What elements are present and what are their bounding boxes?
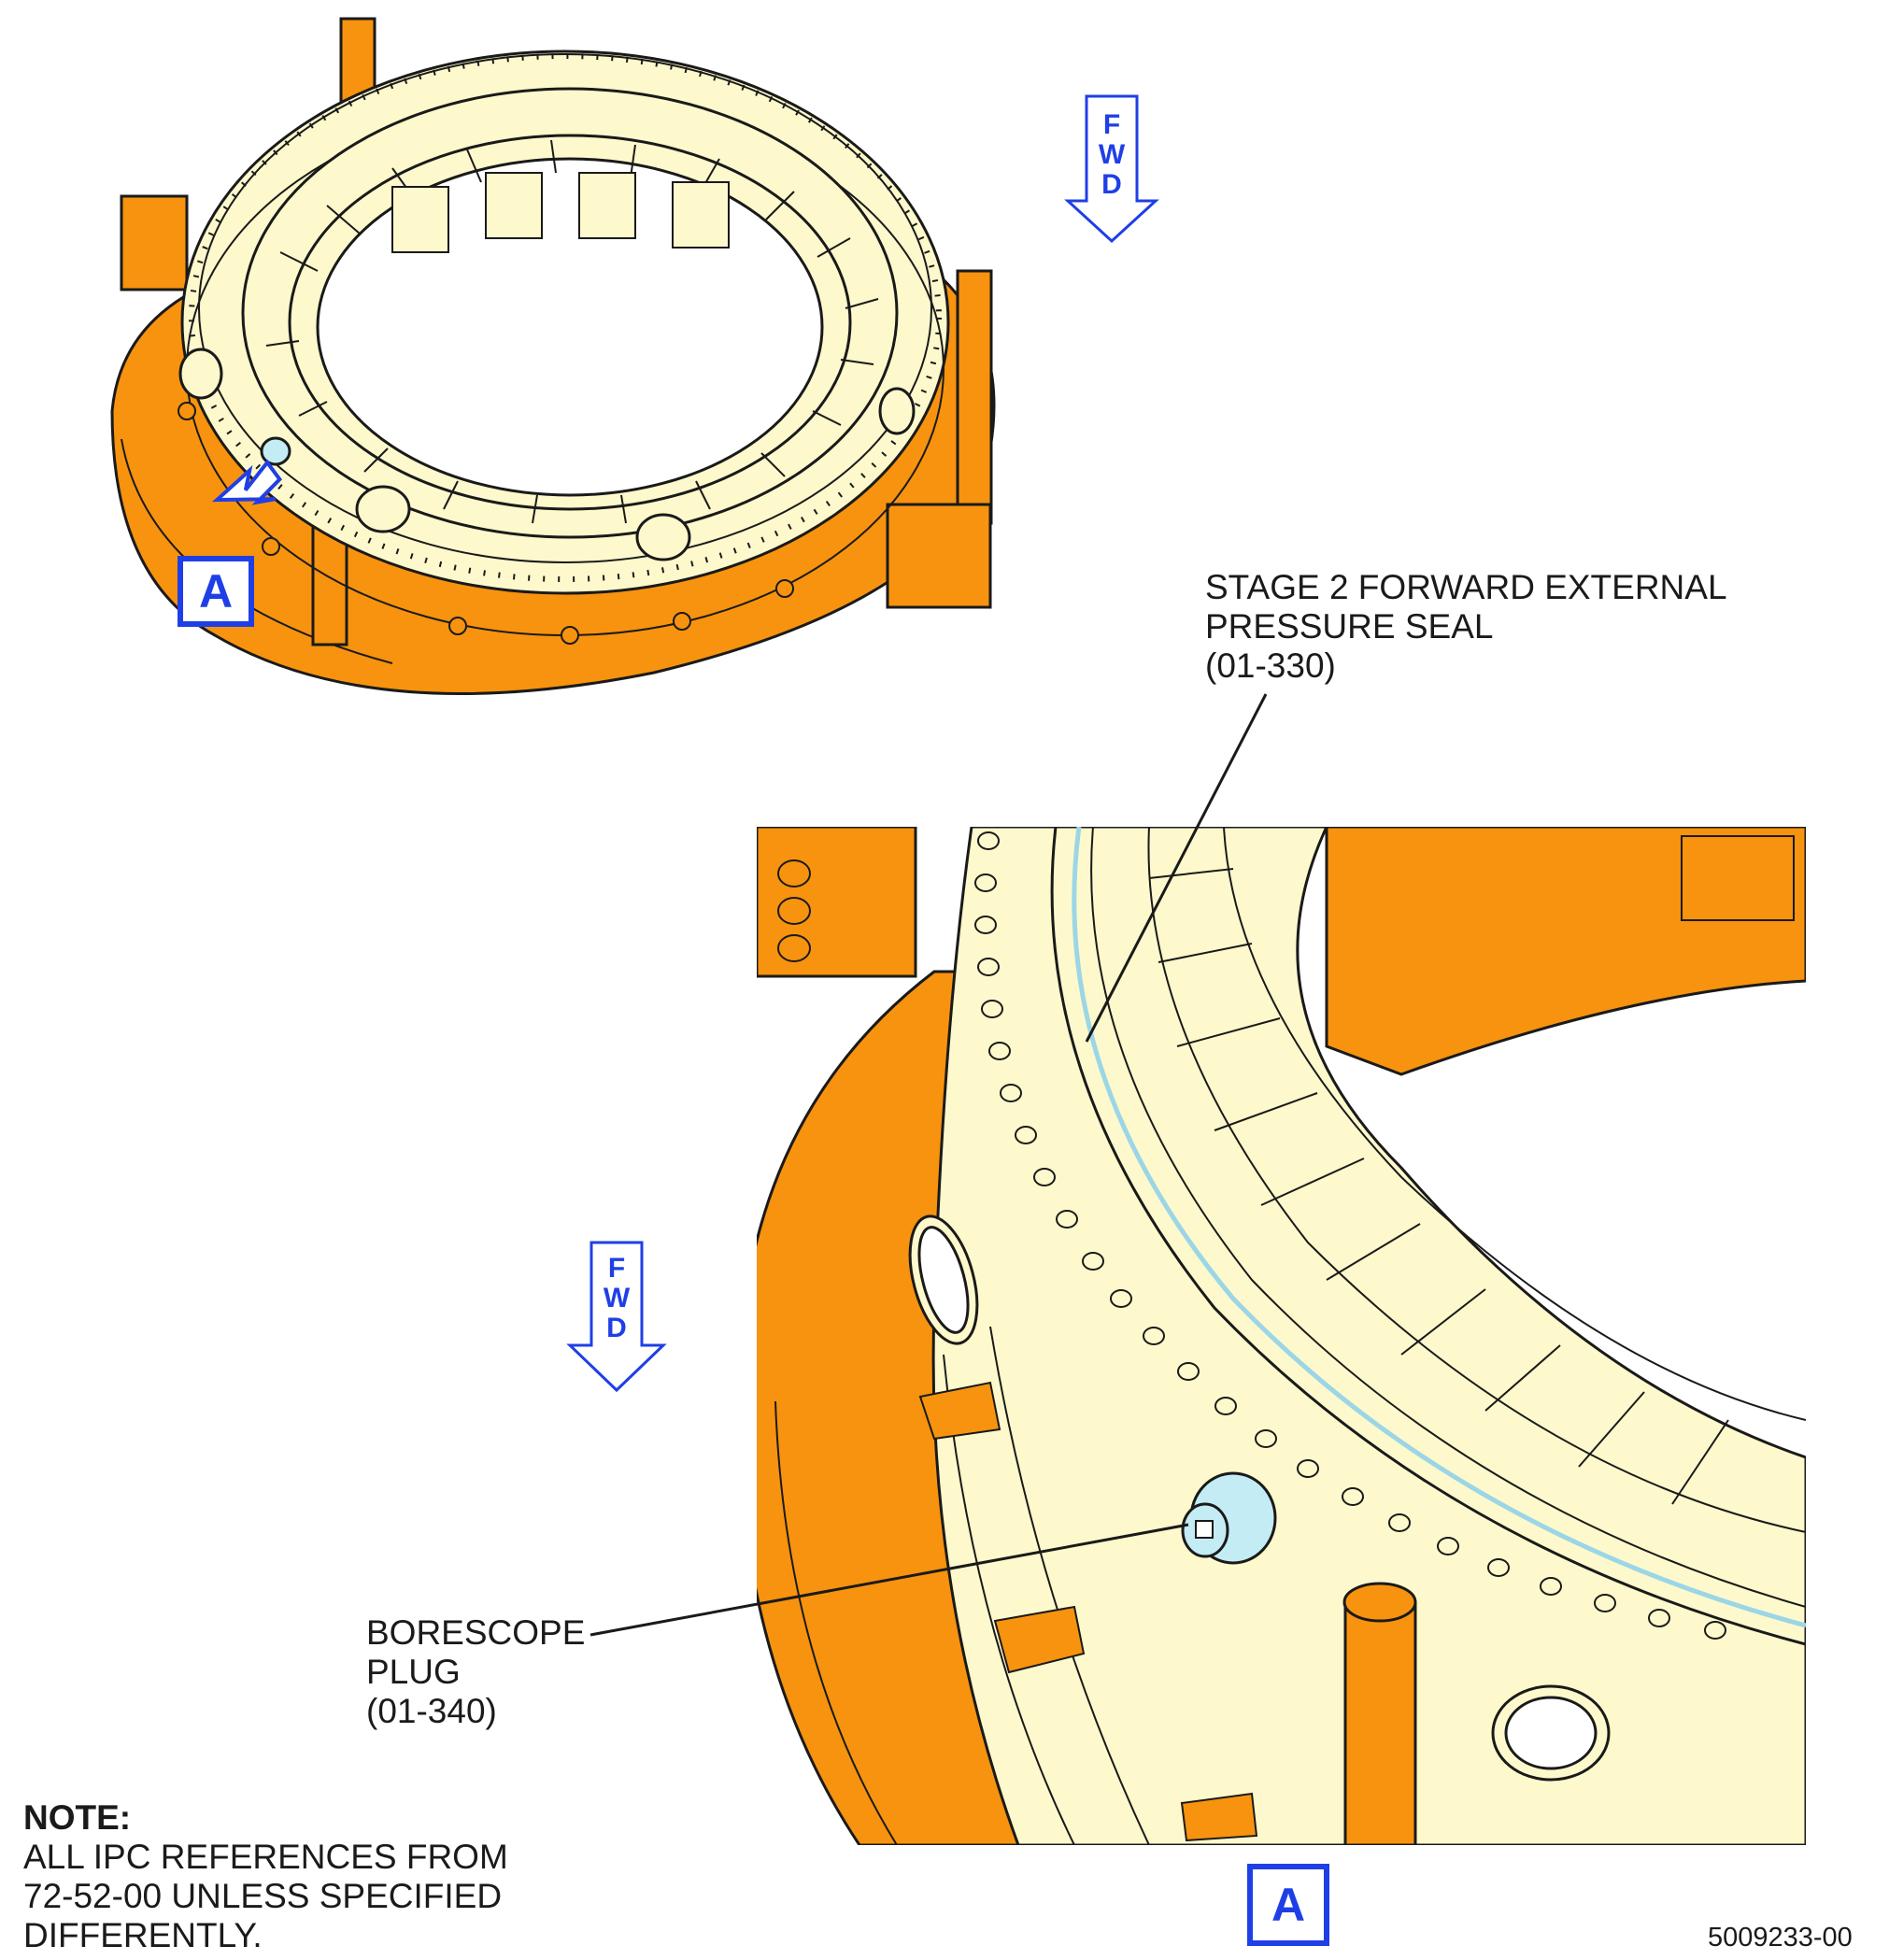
view-a-callout-top: A <box>178 556 254 627</box>
overview-assembly <box>110 17 996 695</box>
fwd-arrow-icon <box>566 1241 667 1393</box>
fixture-clamp <box>120 194 189 291</box>
seal-leader-line <box>1085 693 1268 1043</box>
note-block: NOTE: ALL IPC REFERENCES FROM 72-52-00 U… <box>23 1798 508 1954</box>
view-a-callout-bottom: A <box>1247 1864 1329 1946</box>
fixture-post <box>956 269 993 525</box>
detail-view-a <box>757 827 1806 1845</box>
figure-number: 5009233-00 <box>1708 1923 1853 1953</box>
fixture-clamp <box>886 503 992 609</box>
note-title: NOTE: <box>23 1798 132 1837</box>
fixture-post-detail <box>1343 1600 1417 1845</box>
fwd-label-bottom: F W D <box>603 1253 631 1343</box>
seal-callout-label: STAGE 2 FORWARD EXTERNAL PRESSURE SEAL (… <box>1205 568 1727 685</box>
fwd-label-top: F W D <box>1098 109 1126 200</box>
stage2-forward-seal <box>1072 827 1806 1628</box>
view-a-arrow-icon <box>211 459 283 505</box>
plug-leader-line <box>589 1523 1189 1637</box>
fwd-arrow-icon <box>1064 94 1159 244</box>
plug-callout-label: BORESCOPE PLUG (01-340) <box>366 1613 586 1730</box>
casing-sweep-detail <box>931 827 1806 1845</box>
borescope-plug-overview <box>260 436 291 466</box>
